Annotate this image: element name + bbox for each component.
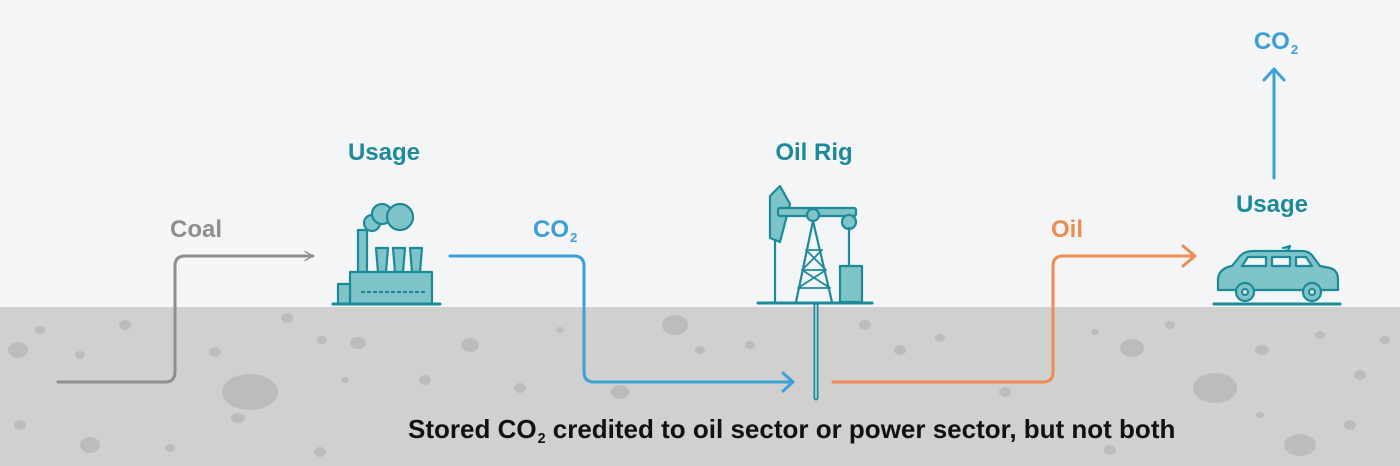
coal-flow-arrow: [56, 256, 315, 384]
usage-label-factory: Usage: [347, 139, 421, 166]
co2-flow-label: CO2: [533, 218, 577, 244]
oil-pump-icon: [756, 184, 874, 401]
oil-rig-label: Oil Rig: [775, 139, 853, 166]
co2-flow-text: CO: [533, 216, 569, 243]
caption-part1: Stored CO: [408, 414, 537, 444]
co2-arrowhead: [781, 371, 795, 393]
co2-emitted-label: CO2: [1254, 30, 1298, 56]
caption-part2: credited to oil sector or power sector, …: [545, 414, 1176, 444]
oil-label: Oil: [1051, 216, 1084, 243]
co2-emitted-subscript: 2: [1290, 41, 1299, 57]
oil-extraction-arrow: [831, 254, 1195, 384]
usage-label-car: Usage: [1235, 191, 1309, 218]
co2-emitted-text: CO: [1253, 28, 1290, 55]
co2-injection-arrow: [448, 254, 793, 384]
car-icon: [1212, 244, 1342, 306]
caption: Stored CO2 credited to oil sector or pow…: [408, 416, 1175, 446]
co2-flow-subscript: 2: [570, 229, 578, 245]
co2-emission-arrowhead: [1262, 67, 1286, 82]
oil-arrowhead: [1181, 244, 1197, 268]
caption-subscript: 2: [537, 431, 546, 447]
factory-icon: [331, 202, 442, 306]
ground-rocks: [8, 313, 1390, 457]
coal-label: Coal: [170, 216, 223, 243]
